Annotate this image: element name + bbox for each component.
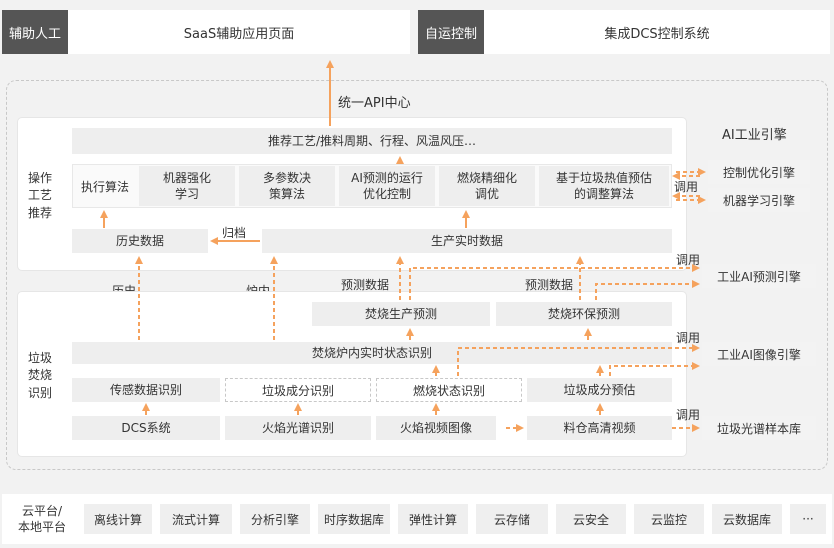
flame-video-box: 火焰视频图像 (376, 416, 496, 440)
machine-learning-engine: 机器学习引擎 (708, 188, 810, 212)
algo-heat-value: 基于垃圾热值预估 的调整算法 (539, 166, 669, 206)
dcs-system-box: DCS系统 (72, 416, 220, 440)
predict-data-label-2: 预测数据 (525, 278, 574, 292)
platform-item-security: 云安全 (556, 504, 626, 534)
api-center-label: 统一API中心 (338, 96, 411, 111)
platform-item-database: 云数据库 (712, 504, 782, 534)
recommend-bar: 推荐工艺/推料周期、行程、风温风压… (72, 128, 672, 154)
algo-ai-predict: AI预测的运行 优化控制 (339, 166, 435, 206)
call-label-3: 调用 (676, 331, 701, 345)
arrow-predict-engine (409, 264, 700, 300)
platform-item-storage: 云存储 (476, 504, 548, 534)
recognition-side-label: 垃圾 焚烧 识别 (28, 351, 53, 400)
platform-label: 云平台/ 本地平台 (17, 503, 66, 534)
operation-side-label: 操作 工艺 推荐 (28, 171, 53, 220)
burn-state-box: 燃烧状态识别 (376, 378, 522, 402)
bin-video-box: 料仓高清视频 (527, 416, 672, 440)
call-label-1: 调用 (674, 180, 699, 194)
assist-label: 辅助人工 (2, 10, 68, 54)
platform-item-analysis: 分析引擎 (240, 504, 310, 534)
ai-predict-engine: 工业AI预测引擎 (702, 264, 816, 288)
ai-image-engine: 工业AI图像引擎 (702, 342, 816, 366)
arrow-image-engine (457, 344, 700, 376)
platform-item-offline: 离线计算 (84, 504, 152, 534)
env-predict-box: 焚烧环保预测 (496, 302, 672, 326)
algo-combustion-tuning: 燃烧精细化 调优 (439, 166, 535, 206)
algo-multi-param: 多参数决 策算法 (239, 166, 335, 206)
sensor-recognition-box: 传感数据识别 (72, 378, 220, 402)
history-data-box: 历史数据 (72, 229, 208, 253)
saas-page-title: SaaS辅助应用页面 (68, 10, 410, 54)
predict-data-label-1: 预测数据 (341, 278, 390, 292)
exec-algo-label: 执行算法 (80, 179, 129, 194)
call-label-2: 调用 (676, 253, 701, 267)
realtime-data-box: 生产实时数据 (262, 229, 672, 253)
flame-spectrum-box: 火焰光谱识别 (225, 416, 371, 440)
prod-predict-box: 焚烧生产预测 (312, 302, 490, 326)
spectrum-sample-library: 垃圾光谱样本库 (702, 416, 816, 440)
call-label-4: 调用 (676, 408, 701, 422)
platform-item-stream: 流式计算 (160, 504, 232, 534)
ai-engine-title: AI工业引擎 (722, 128, 787, 143)
dcs-system-title: 集成DCS控制系统 (484, 10, 830, 54)
platform-item-elastic: 弹性计算 (398, 504, 468, 534)
garbage-composition-box: 垃圾成分识别 (225, 378, 371, 402)
outer-frame (6, 80, 828, 470)
algo-rl: 机器强化 学习 (139, 166, 235, 206)
platform-item-timeseries: 时序数据库 (318, 504, 390, 534)
platform-item-more: ··· (790, 504, 826, 534)
auto-control-label: 自运控制 (418, 10, 484, 54)
arrow-predict-engine-2 (595, 280, 700, 300)
composition-predict-box: 垃圾成分预估 (527, 378, 672, 402)
platform-item-monitor: 云监控 (634, 504, 704, 534)
archive-label: 归档 (222, 226, 247, 240)
arrow-image-engine-2 (609, 362, 700, 376)
control-optimization-engine: 控制优化引擎 (708, 160, 810, 184)
